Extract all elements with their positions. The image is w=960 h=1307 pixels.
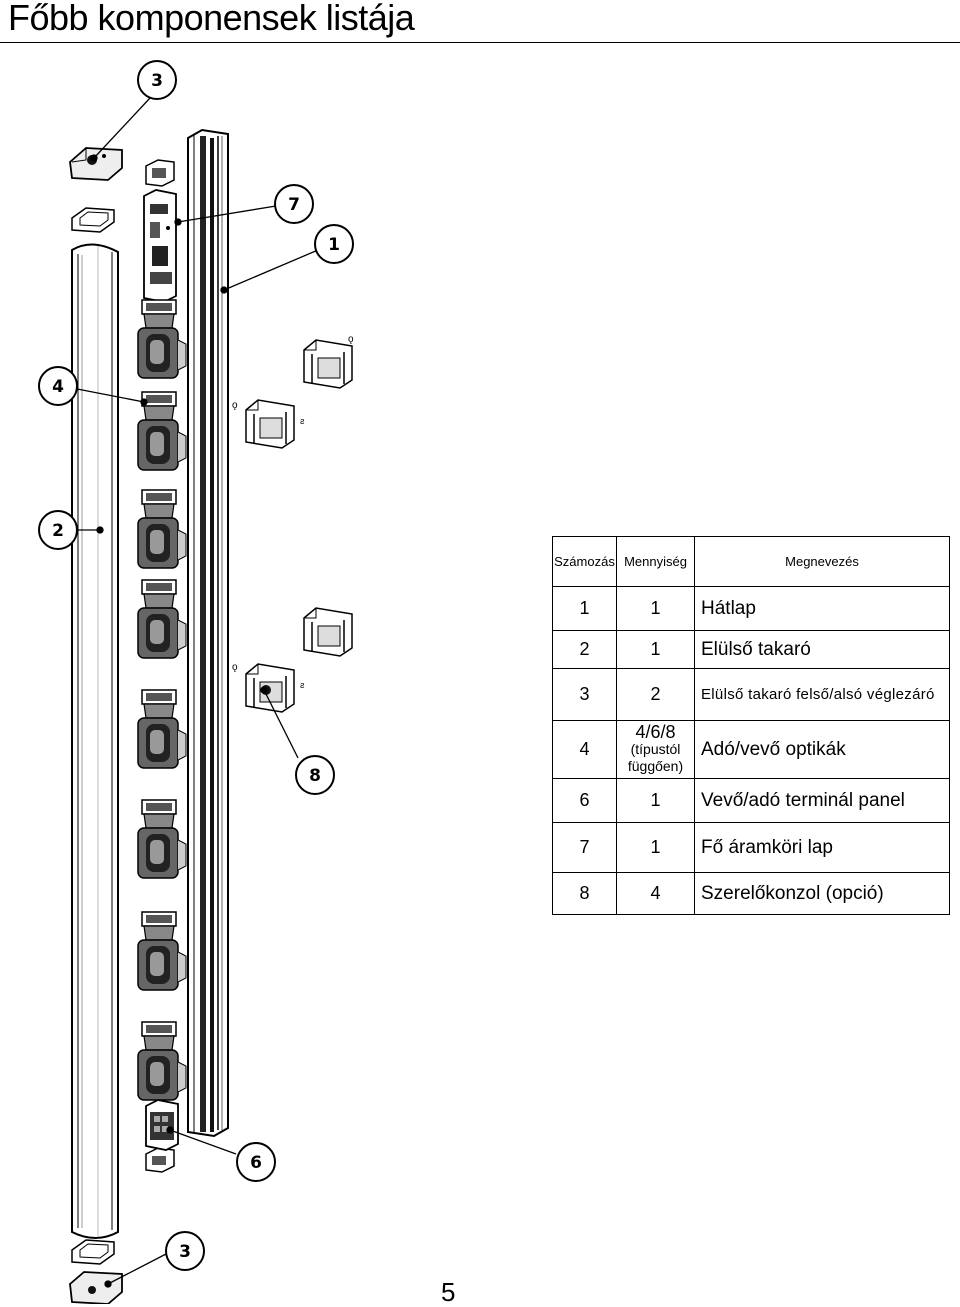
row-number: 3 xyxy=(552,668,617,721)
row-name: Elülső takaró xyxy=(694,630,950,669)
back-plate-part xyxy=(187,128,229,1138)
row-quantity: 1 xyxy=(616,778,695,823)
callout-4: 4 xyxy=(38,366,78,406)
callout-label: 3 xyxy=(151,71,163,91)
callout-label: 6 xyxy=(250,1153,262,1173)
svg-text:ǫ: ǫ xyxy=(232,400,238,411)
callout-8: 8 xyxy=(295,755,335,795)
row-number: 8 xyxy=(552,872,617,915)
leader-lines xyxy=(71,97,319,1288)
row-name: Adó/vevő optikák xyxy=(694,720,950,779)
callout-label: 8 xyxy=(309,766,321,786)
terminal-panel xyxy=(145,1099,179,1151)
table-row: 6 1 Vevő/adó terminál panel xyxy=(552,778,950,823)
svg-text:ǫ: ǫ xyxy=(348,334,354,345)
row-quantity: 1 xyxy=(616,822,695,873)
table-row: 7 1 Fő áramköri lap xyxy=(552,822,950,873)
callout-label: 1 xyxy=(328,235,340,255)
end-cap-top xyxy=(69,147,123,233)
clip-bottom xyxy=(145,1147,175,1173)
row-quantity: 4 xyxy=(616,872,695,915)
callout-2: 2 xyxy=(38,510,78,550)
table-row: 1 1 Hátlap xyxy=(552,586,950,631)
title-divider xyxy=(0,42,960,43)
front-cover-part xyxy=(71,243,119,1239)
row-name: Vevő/adó terminál panel xyxy=(694,778,950,823)
main-circuit-board xyxy=(143,189,177,303)
header-numbering: Számozás xyxy=(552,536,617,587)
callout-3-top: 3 xyxy=(137,60,177,100)
row-name: Fő áramköri lap xyxy=(694,822,950,873)
callout-label: 3 xyxy=(179,1242,191,1262)
table-header-row: Számozás Mennyiség Megnevezés xyxy=(552,536,950,587)
callout-label: 7 xyxy=(288,195,300,215)
callout-label: 2 xyxy=(52,521,64,541)
table-row: 4 4/6/8 (típustól függően) Adó/vevő opti… xyxy=(552,720,950,779)
row-quantity: 4/6/8 (típustól függően) xyxy=(616,720,695,779)
row-quantity: 1 xyxy=(616,586,695,631)
callout-6: 6 xyxy=(236,1142,276,1182)
header-quantity: Mennyiség xyxy=(616,536,695,587)
callout-3-bottom: 3 xyxy=(165,1231,205,1271)
callout-7: 7 xyxy=(274,184,314,224)
mounting-brackets: ǫ ǫ ƨ ǫ ƨ xyxy=(232,334,354,713)
row-number: 4 xyxy=(552,720,617,779)
row-name: Szerelőkonzol (opció) xyxy=(694,872,950,915)
row-number: 6 xyxy=(552,778,617,823)
quantity-note: függően) xyxy=(627,758,684,774)
header-name: Megnevezés xyxy=(694,536,950,587)
table-row: 8 4 Szerelőkonzol (opció) xyxy=(552,872,950,915)
row-quantity: 1 xyxy=(616,630,695,669)
quantity-note: (típustól xyxy=(630,741,681,757)
callout-1: 1 xyxy=(314,224,354,264)
svg-text:ƨ: ƨ xyxy=(300,680,305,690)
table-row: 3 2 Elülső takaró felső/alsó véglezáró xyxy=(552,668,950,721)
callout-label: 4 xyxy=(52,377,64,397)
row-quantity: 2 xyxy=(616,668,695,721)
page-number: 5 xyxy=(441,1277,456,1307)
optics-column xyxy=(137,299,187,1101)
svg-text:ƨ: ƨ xyxy=(300,416,305,426)
row-number: 1 xyxy=(552,586,617,631)
row-number: 7 xyxy=(552,822,617,873)
clip-top xyxy=(145,159,175,187)
row-name: Elülső takaró felső/alsó véglezáró xyxy=(694,668,950,721)
quantity-value: 4/6/8 xyxy=(635,722,676,742)
svg-text:ǫ: ǫ xyxy=(232,662,238,673)
parts-table: Számozás Mennyiség Megnevezés 1 1 Hátlap… xyxy=(552,536,950,915)
end-cap-bottom xyxy=(69,1239,123,1304)
row-number: 2 xyxy=(552,630,617,669)
page-title: Főbb komponensek listája xyxy=(8,0,415,38)
row-name: Hátlap xyxy=(694,586,950,631)
table-row: 2 1 Elülső takaró xyxy=(552,630,950,669)
